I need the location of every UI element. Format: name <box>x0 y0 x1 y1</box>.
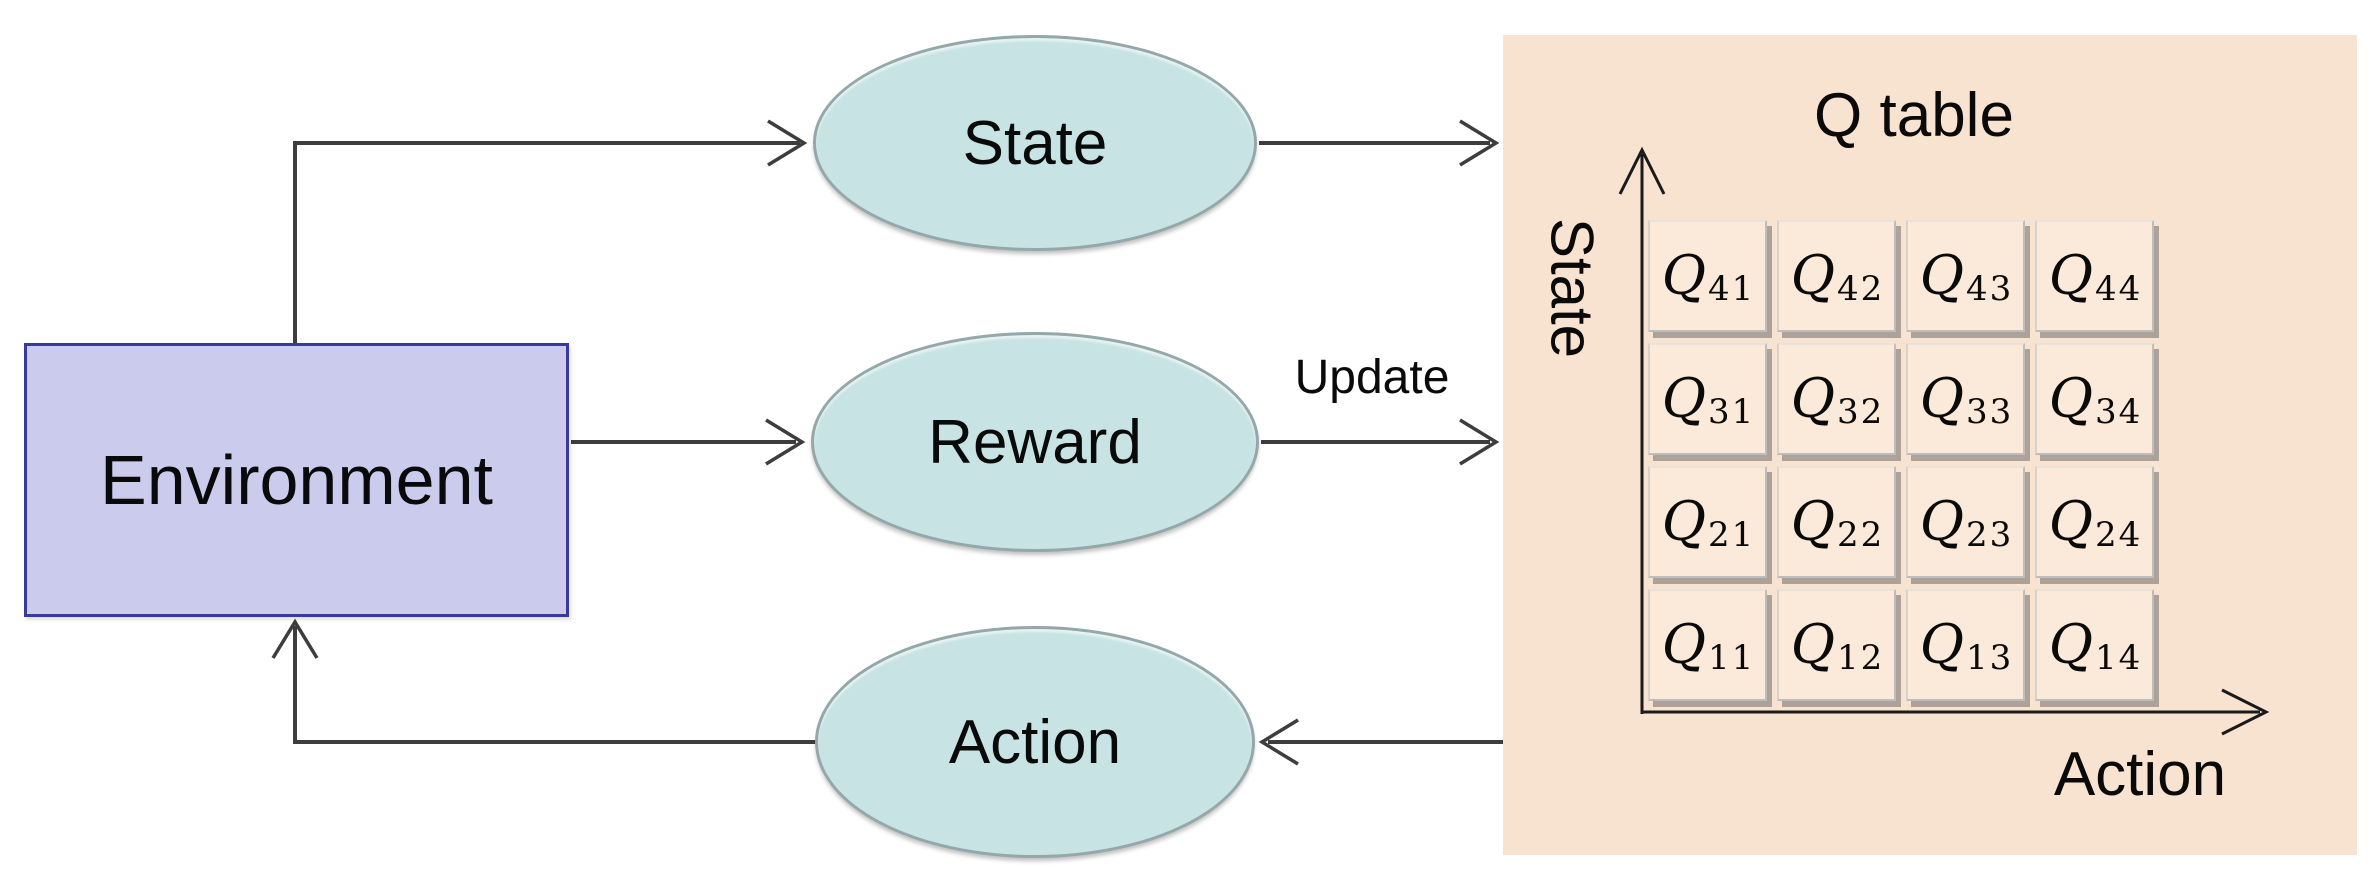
reward-label: Reward <box>928 407 1142 477</box>
environment-label: Environment <box>100 441 493 519</box>
arrow-action-to-environment <box>271 618 817 744</box>
arrow-environment-to-state <box>293 119 808 343</box>
arrow-state-to-qtable <box>1259 119 1500 167</box>
state-node: State <box>813 35 1257 251</box>
environment-node: Environment <box>24 343 569 617</box>
qtable-title: Q table <box>1814 81 2014 150</box>
update-arrow-label: Update <box>1294 351 1450 404</box>
action-label: Action <box>948 707 1122 777</box>
arrow-reward-update-to-qtable <box>1261 418 1500 466</box>
arrow-environment-to-reward <box>571 418 806 466</box>
qtable-action-axis-label: Action <box>2053 740 2227 809</box>
state-label: State <box>962 108 1108 178</box>
action-node: Action <box>815 626 1255 858</box>
arrow-qtable-to-action <box>1258 718 1503 766</box>
reward-node: Reward <box>811 332 1259 552</box>
